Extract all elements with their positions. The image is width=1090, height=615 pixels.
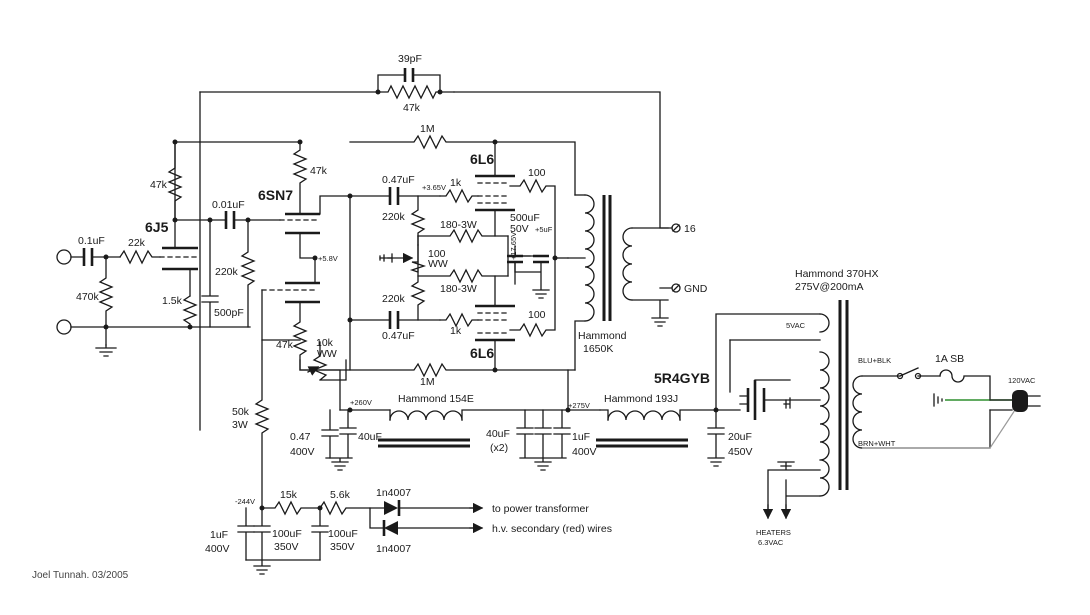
nfb-top-label: 1M <box>420 123 435 135</box>
credit-label: Joel Tunnah. 03/2005 <box>32 570 129 581</box>
v1-plate-r-label: 47k <box>150 179 168 191</box>
stopper-label: 22k <box>128 237 146 249</box>
fuse-label: 1A SB <box>935 353 964 365</box>
r15-label: 15k <box>280 489 298 501</box>
tap-5v-label: 5VAC <box>786 321 806 330</box>
fb-res-label: 47k <box>403 102 421 114</box>
tube-6j5-label: 6J5 <box>145 219 169 235</box>
c047-label: 0.47 <box>290 431 311 443</box>
v2-plate-r-label: 47k <box>310 165 328 177</box>
c40-label: 40uF <box>358 431 382 443</box>
r220-bot-label: 220k <box>382 293 406 305</box>
rectifier-label: 5R4GYB <box>654 370 710 386</box>
grid-res-label: 470k <box>76 291 100 303</box>
mains-label: 120VAC <box>1008 376 1036 385</box>
input-jack-icon <box>56 249 72 265</box>
v-k-label: +17.65V <box>509 232 518 260</box>
bypass-v-label: 50V <box>510 223 529 235</box>
ptx-name-label: Hammond 370HX <box>795 268 878 280</box>
bias-note1: to power transformer <box>492 503 589 515</box>
pot-ww-label: WW <box>428 258 448 270</box>
v1-r220-label: 220k <box>215 266 239 278</box>
coupling-cap-label: 0.01uF <box>212 199 245 211</box>
c047v-label: 400V <box>290 446 315 458</box>
bal-pot-label: 10k <box>316 337 334 349</box>
pot-label: 100 <box>428 248 446 260</box>
diode2-icon <box>384 521 398 535</box>
otx-make-label: Hammond <box>578 330 627 342</box>
input-ground-jack-icon <box>56 319 72 335</box>
speaker-16-terminal-icon <box>671 223 681 233</box>
bypass-small-label: +5uF <box>535 225 553 234</box>
grid-top-label: 1k <box>450 177 462 189</box>
c-top-label: 0.47uF <box>382 174 415 186</box>
c1ufv-label: 400V <box>572 446 597 458</box>
fuse-icon <box>939 369 991 401</box>
feedback-network: 39pF 47k <box>199 53 669 431</box>
power-switch-icon <box>896 372 904 380</box>
c20-label: 20uF <box>728 431 752 443</box>
g2-top-label: 100 <box>528 167 546 179</box>
tap-gnd-label: GND <box>684 283 708 295</box>
c40x2-label: 40uF <box>486 428 510 440</box>
d1-label: 1n4007 <box>376 487 411 499</box>
choke1-label: Hammond 154E <box>398 393 474 405</box>
r50k-label: 50k <box>232 406 250 418</box>
tube-6l6-bot-label: 6L6 <box>470 345 494 361</box>
diode1-icon <box>384 501 398 515</box>
bias-note2: h.v. secondary (red) wires <box>492 523 612 535</box>
v-grid-label: +3.65V <box>422 183 446 192</box>
tap-16-label: 16 <box>684 223 696 235</box>
tube-6j5: 6J5 47k 1.5k <box>145 141 198 330</box>
v244-label: -244V <box>235 497 255 506</box>
brn-label: BRN+WHT <box>858 439 896 448</box>
bias-c100a-label: 100uF <box>272 528 302 540</box>
choke2-label: Hammond 193J <box>604 393 678 405</box>
v2-plate-r2-label: 47k <box>276 339 294 351</box>
r180-top-label: 180-3W <box>440 219 477 231</box>
g2-bot-label: 100 <box>528 309 546 321</box>
heaters-label: HEATERS <box>756 528 791 537</box>
r56-label: 5.6k <box>330 489 351 501</box>
heaters-v-label: 6.3VAC <box>758 538 784 547</box>
output-transformer: 16 GND Hammond 1650K <box>567 194 708 371</box>
c1uf-label: 1uF <box>572 431 590 443</box>
bias-c1v-label: 400V <box>205 543 230 555</box>
tube-6sn7-label: 6SN7 <box>258 187 293 203</box>
grid-bot-label: 1k <box>450 325 462 337</box>
c-bot-label: 0.47uF <box>382 330 415 342</box>
fb-cap-label: 39pF <box>398 53 422 65</box>
c20v-label: 450V <box>728 446 753 458</box>
v260-label: +260V <box>350 398 372 407</box>
bias-c100b-label: 100uF <box>328 528 358 540</box>
r180-bot-label: 180-3W <box>440 283 477 295</box>
c40x2b-label: (x2) <box>490 442 508 454</box>
ptx-rating-label: 275V@200mA <box>795 281 863 293</box>
r50kw-label: 3W <box>232 419 248 431</box>
driver-stage: 0.01uF 500pF 220k 6SN7 47k +5.8V 47k 10k… <box>172 139 351 411</box>
v275-label: +275V <box>568 401 590 410</box>
input-cap-label: 0.1uF <box>78 235 105 247</box>
d2-label: 1n4007 <box>376 543 411 555</box>
bias-supply: -244V 15k 5.6k 1n4007 1n4007 to power tr… <box>205 487 612 575</box>
nfb-bot-label: 1M <box>420 376 435 388</box>
r220-top-label: 220k <box>382 211 406 223</box>
v1-cathode-r-label: 1.5k <box>162 295 183 307</box>
input-stage: 0.1uF 470k 22k <box>56 235 251 357</box>
bias-c100bv-label: 350V <box>330 541 355 553</box>
power-supply: Hammond 154E +260V 0.47 400V 40uF +275V … <box>232 268 1041 547</box>
otx-model-label: 1650K <box>583 343 613 355</box>
bal-pot-ww-label: WW <box>317 348 337 360</box>
blu-label: BLU+BLK <box>858 356 891 365</box>
bias-c1-label: 1uF <box>210 529 228 541</box>
output-stage: 1M 1M 0.47uF 0.47uF 220k 220k +3.65V 100… <box>347 123 576 388</box>
c500p-label: 500pF <box>214 307 244 319</box>
bias-c100av-label: 350V <box>274 541 299 553</box>
bypass-cap-label: 500uF <box>510 212 540 224</box>
tube-6l6-top-label: 6L6 <box>470 151 494 167</box>
mains-plug-icon <box>1012 390 1028 412</box>
v2-node-label: +5.8V <box>318 254 338 263</box>
